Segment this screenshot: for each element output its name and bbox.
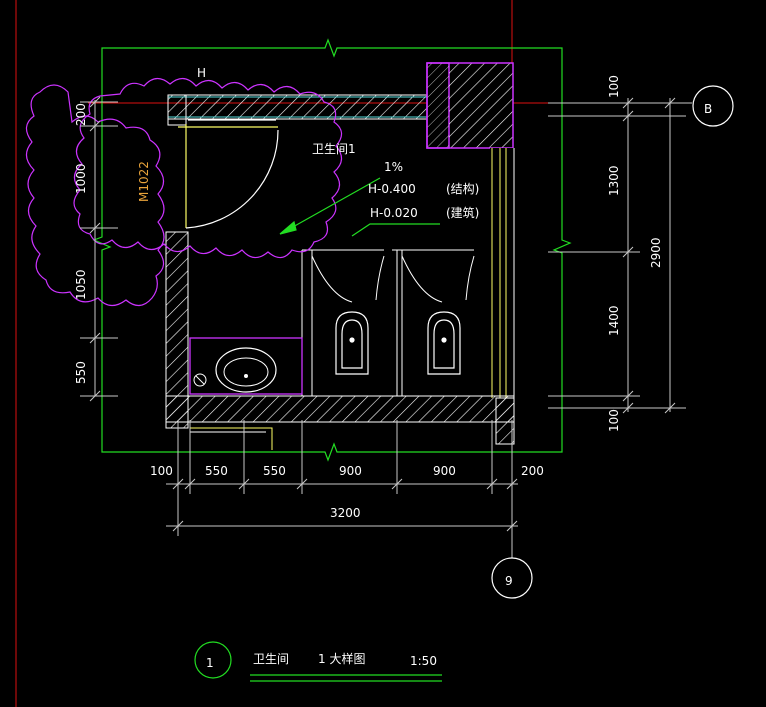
- boundary-outline: [92, 38, 572, 462]
- level-structure-note: (结构): [446, 181, 479, 196]
- title-underline: [250, 674, 442, 682]
- dim-right-100-top: 100: [607, 75, 621, 98]
- title-sub: 1 大样图: [318, 651, 365, 666]
- letter-h: H: [197, 66, 206, 80]
- room-name: 卫生间1: [312, 142, 356, 156]
- revision-cloud-center: [73, 77, 343, 259]
- dim-right-1400: 1400: [607, 305, 621, 336]
- dimension-lines-bottom: [166, 420, 518, 536]
- bottom-door: [190, 427, 273, 450]
- dim-right-100-bottom: 100: [607, 409, 621, 432]
- revision-cloud-left: [25, 84, 165, 307]
- level-structure: H-0.400: [368, 182, 416, 196]
- axis-b-label: B: [704, 102, 712, 116]
- title-scale: 1:50: [410, 654, 437, 668]
- slope-label: 1%: [384, 160, 403, 174]
- dim-left-1050: 1050: [74, 269, 88, 300]
- toilet-right: [427, 311, 461, 375]
- axis-b-bubble: [692, 85, 734, 127]
- left-wall: [165, 94, 189, 429]
- door-swing: [178, 119, 279, 229]
- dim-right-1300: 1300: [607, 165, 621, 196]
- title-number-bubble: [194, 641, 232, 679]
- toilet-left: [335, 311, 369, 375]
- dim-bottom-550-b: 550: [263, 464, 286, 478]
- title-number: 1: [206, 656, 214, 670]
- title-main: 卫生间: [253, 652, 289, 666]
- dimension-lines-left: [80, 96, 118, 402]
- structural-column: [426, 62, 514, 149]
- dim-bottom-900-a: 900: [339, 464, 362, 478]
- dim-bottom-550-a: 550: [205, 464, 228, 478]
- axis-9-bubble: [491, 557, 533, 599]
- slope-arrow: [279, 177, 440, 237]
- top-wall: [167, 94, 429, 120]
- axis-9-label: 9: [505, 574, 513, 588]
- dim-bottom-900-b: 900: [433, 464, 456, 478]
- dim-right-total: 2900: [649, 237, 663, 268]
- dim-bottom-200: 200: [521, 464, 544, 478]
- dim-left-1000: 1000: [74, 163, 88, 194]
- level-finish-note: (建筑): [446, 205, 479, 220]
- bottom-wall: [165, 395, 515, 423]
- dim-left-200: 200: [74, 103, 88, 126]
- level-finish: H-0.020: [370, 206, 418, 220]
- dim-bottom-total: 3200: [330, 506, 361, 520]
- dimension-lines-right: [548, 97, 686, 414]
- dim-left-550: 550: [74, 361, 88, 384]
- wash-basin: [189, 337, 303, 395]
- dim-bottom-100: 100: [150, 464, 173, 478]
- door-tag: M1022: [137, 161, 151, 202]
